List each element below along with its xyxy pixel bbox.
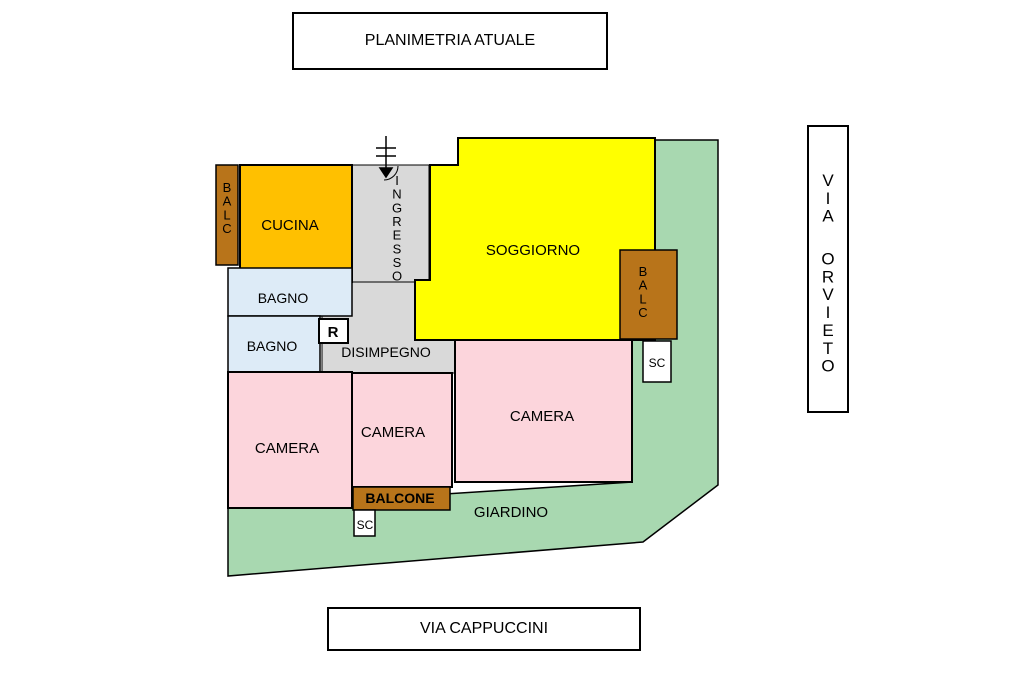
label-balcone: BALCONE — [365, 490, 434, 506]
room-soggiorno — [414, 137, 656, 341]
label-bagno-2: BAGNO — [247, 338, 298, 354]
label-camera-2: CAMERA — [361, 424, 425, 441]
label-bagno-1: BAGNO — [258, 290, 309, 306]
label-soggiorno: SOGGIORNO — [486, 242, 580, 259]
label-sc-east: SC — [649, 356, 666, 370]
ingresso-area — [351, 164, 430, 283]
room-camera-2 — [351, 372, 453, 488]
label-cucina: CUCINA — [261, 217, 319, 234]
room-camera-3 — [454, 339, 633, 483]
sc-box-east — [642, 340, 672, 383]
balcony-east — [619, 249, 678, 340]
label-camera-3: CAMERA — [510, 408, 574, 425]
room-bagno-1 — [227, 267, 353, 317]
street-label-east-box — [807, 125, 849, 413]
label-sc-south: SC — [357, 518, 374, 532]
label-giardino: GIARDINO — [474, 504, 548, 521]
label-disimpegno: DISIMPEGNO — [341, 344, 431, 360]
label-camera-1: CAMERA — [255, 440, 319, 457]
entrance-arrow-icon — [376, 136, 399, 181]
plan-title: PLANIMETRIA ATUALE — [292, 12, 608, 70]
balcony-south — [352, 486, 451, 511]
balcony-west — [215, 164, 239, 266]
sc-box-south — [353, 509, 376, 537]
street-label-south: VIA CAPPUCCINI — [327, 607, 641, 651]
room-camera-1 — [227, 371, 353, 509]
room-ripostiglio — [318, 318, 349, 344]
label-ripostiglio: R — [328, 324, 339, 341]
